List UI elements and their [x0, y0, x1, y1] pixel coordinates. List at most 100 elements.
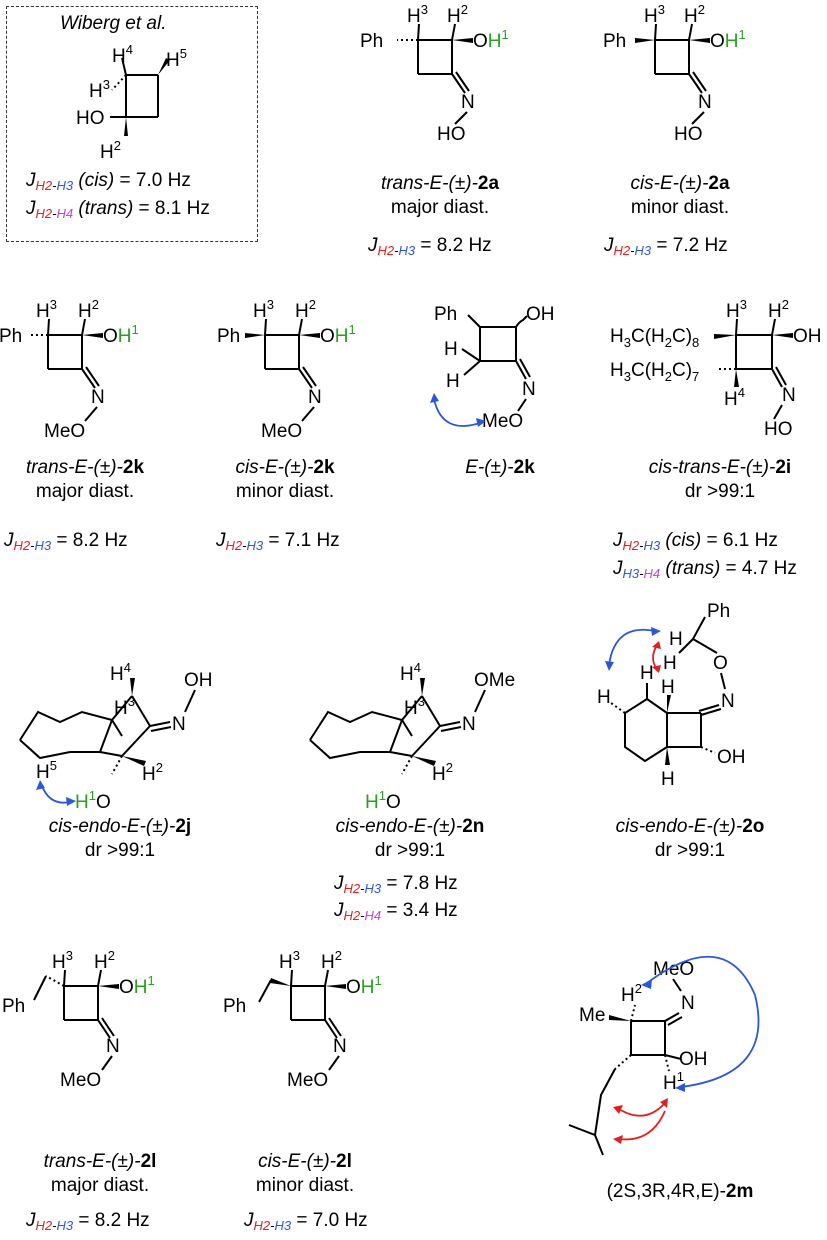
- j-trans-2l: JH2-H3 = 8.2 Hz: [26, 1210, 150, 1233]
- svg-text:H5: H5: [36, 758, 57, 783]
- j-trans-2k: JH2-H3 = 8.2 Hz: [4, 530, 128, 553]
- svg-text:H3C(H2C)8: H3C(H2C)8: [610, 326, 699, 350]
- svg-text:N: N: [91, 387, 105, 408]
- svg-text:Ph: Ph: [0, 326, 22, 347]
- svg-text:MeO: MeO: [482, 411, 523, 432]
- h5-label: H5: [166, 46, 187, 71]
- 2o-structure: Ph HH O N H H H H OH: [597, 601, 746, 790]
- svg-text:H3: H3: [114, 694, 135, 719]
- caption-2j: cis-endo-E-(±)-2j dr >99:1: [48, 816, 192, 861]
- svg-text:N: N: [721, 691, 735, 712]
- svg-text:H2: H2: [94, 948, 115, 973]
- 2n-structure: H4 H3 N OMe H2 H1O: [309, 660, 515, 813]
- h3-label: H3: [89, 77, 110, 102]
- svg-text:H4: H4: [724, 385, 745, 410]
- svg-text:H1O: H1O: [365, 788, 401, 813]
- wiberg-title: Wiberg et al.: [60, 13, 167, 34]
- svg-text:Ph: Ph: [2, 996, 25, 1017]
- h2-label: H2: [100, 138, 121, 163]
- svg-text:H2: H2: [768, 297, 789, 322]
- svg-text:MeO: MeO: [653, 959, 694, 980]
- j-cis-2k: JH2-H3 = 7.1 Hz: [216, 530, 340, 553]
- svg-text:HO: HO: [764, 419, 793, 440]
- svg-text:H: H: [640, 663, 654, 684]
- svg-text:N: N: [462, 714, 476, 735]
- svg-text:H3: H3: [407, 2, 428, 27]
- 2i-structure: H3C(H2C)8 H3C(H2C)7 H3 H2 OH H4 N HO: [610, 297, 822, 440]
- trans-2a-structure: Ph H3 H2 OH1 N HO: [360, 2, 509, 145]
- caption-2m: (2S,3R,4R,E)-2m: [606, 1181, 754, 1202]
- caption-cis-2k: cis-E-(±)-2k minor diast.: [235, 457, 335, 502]
- caption-e-2k: E-(±)-2k: [465, 457, 535, 478]
- svg-text:H4: H4: [110, 660, 131, 685]
- cis-2a-structure: Ph H3 H2 OH1 N HO: [603, 2, 746, 145]
- svg-text:HO: HO: [437, 124, 466, 145]
- svg-text:OH1: OH1: [320, 322, 356, 347]
- svg-text:OH1: OH1: [103, 322, 139, 347]
- svg-text:H3: H3: [404, 694, 425, 719]
- svg-text:H2: H2: [78, 297, 99, 322]
- svg-text:OH1: OH1: [473, 27, 509, 52]
- svg-text:N: N: [461, 92, 475, 113]
- svg-text:Ph: Ph: [434, 304, 457, 325]
- svg-text:H3: H3: [279, 948, 300, 973]
- caption-2n: cis-endo-E-(±)-2n dr >99:1: [335, 816, 485, 861]
- svg-text:MeO: MeO: [60, 1070, 101, 1091]
- cis-2l-structure: Ph H3 H2 OH1 N MeO: [223, 948, 382, 1091]
- svg-text:Ph: Ph: [360, 31, 383, 52]
- caption-trans-2k: trans-E-(±)-2k major diast.: [25, 457, 145, 502]
- svg-text:H2: H2: [447, 2, 468, 27]
- svg-text:H: H: [597, 687, 611, 708]
- 2m-structure: MeO N Me H2 OH H1: [568, 955, 760, 1156]
- wiberg-cyclobutanol-structure: H3 H4 H5 HO H2: [76, 42, 187, 163]
- svg-text:H: H: [669, 629, 683, 650]
- svg-text:Ph: Ph: [603, 31, 626, 52]
- svg-text:MeO: MeO: [261, 421, 302, 442]
- svg-text:OH: OH: [717, 747, 746, 768]
- svg-text:N: N: [333, 1036, 347, 1057]
- svg-text:Ph: Ph: [707, 601, 730, 622]
- trans-2k-structure: Ph H3 H2 OH1 N MeO: [0, 297, 139, 442]
- svg-text:OH: OH: [526, 304, 555, 325]
- svg-text:OH: OH: [793, 326, 822, 347]
- cis-2k-structure: Ph H3 H2 OH1 N MeO: [217, 297, 356, 442]
- e-2k-structure: Ph OH H H N MeO: [430, 304, 555, 432]
- svg-text:Ph: Ph: [217, 326, 240, 347]
- caption-trans-2l: trans-E-(±)-2l major diast.: [43, 1151, 157, 1196]
- svg-text:H: H: [661, 769, 675, 790]
- svg-text:H3C(H2C)7: H3C(H2C)7: [610, 360, 699, 384]
- svg-text:H3: H3: [726, 297, 747, 322]
- j-2n-h2h4: JH2-H4 = 3.4 Hz: [334, 900, 458, 923]
- svg-text:MeO: MeO: [287, 1070, 328, 1091]
- wiberg-j-trans: JH2-H4 (trans) = 8.1 Hz: [26, 198, 210, 221]
- 2j-structure: H4 H3 N OH H5 H2 H1O: [19, 660, 213, 813]
- svg-text:O: O: [713, 653, 728, 674]
- svg-text:H: H: [661, 677, 675, 698]
- svg-text:MeO: MeO: [44, 421, 85, 442]
- svg-text:N: N: [681, 993, 695, 1014]
- svg-text:Me: Me: [579, 1005, 605, 1026]
- svg-text:HO: HO: [674, 124, 703, 145]
- caption-2i: cis-trans-E-(±)-2i dr >99:1: [648, 457, 792, 502]
- svg-text:OH: OH: [184, 670, 213, 691]
- svg-text:N: N: [308, 387, 322, 408]
- svg-text:N: N: [782, 385, 796, 406]
- svg-text:H2: H2: [295, 297, 316, 322]
- j-2n-h2h3: JH2-H3 = 7.8 Hz: [334, 873, 458, 896]
- svg-text:H3: H3: [36, 297, 57, 322]
- svg-text:H2: H2: [432, 760, 453, 785]
- svg-text:OH1: OH1: [346, 973, 382, 998]
- svg-text:N: N: [172, 714, 186, 735]
- caption-2o: cis-endo-E-(±)-2o dr >99:1: [615, 816, 765, 861]
- svg-text:N: N: [106, 1036, 120, 1057]
- svg-text:H2: H2: [321, 948, 342, 973]
- svg-text:N: N: [522, 379, 536, 400]
- svg-text:OH1: OH1: [710, 27, 746, 52]
- svg-text:H: H: [663, 653, 677, 674]
- svg-text:H: H: [446, 371, 460, 392]
- svg-text:H3: H3: [253, 297, 274, 322]
- j-cis-2a: JH2-H3 = 7.2 Hz: [604, 235, 728, 258]
- wiberg-reference-box: [6, 6, 258, 242]
- trans-2l-structure: Ph H3 H2 OH1 N MeO: [2, 948, 155, 1091]
- wiberg-j-cis: JH2-H3 (cis) = 7.0 Hz: [26, 170, 191, 193]
